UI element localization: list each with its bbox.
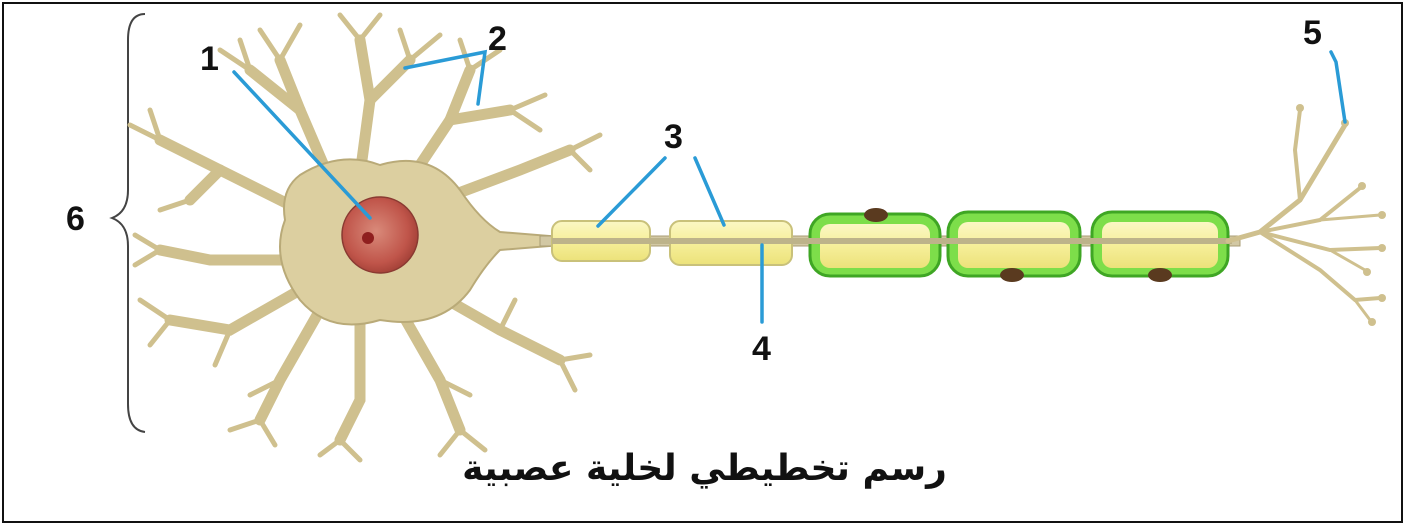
- myelin-segment-5-inner: [1102, 222, 1218, 268]
- schwann-nucleus-2: [1000, 268, 1024, 282]
- label-1: 1: [200, 40, 219, 78]
- axon-terminals: [1228, 110, 1380, 320]
- leader-5: [1331, 52, 1345, 122]
- label-6: 6: [66, 200, 85, 238]
- label-3: 3: [664, 118, 683, 156]
- schwann-nucleus-1: [864, 208, 888, 222]
- nucleus: [342, 197, 418, 273]
- myelin-segment-3-inner: [820, 224, 930, 268]
- label-4: 4: [752, 330, 771, 368]
- myelin-segment-4-inner: [958, 222, 1070, 268]
- label-2: 2: [488, 20, 507, 58]
- diagram-caption: رسم تخطيطي لخلية عصبية: [0, 448, 1409, 489]
- label-5: 5: [1303, 14, 1322, 52]
- schwann-nucleus-3: [1148, 268, 1172, 282]
- nucleolus: [362, 232, 374, 244]
- leader-3b: [695, 158, 724, 225]
- leader-3a: [598, 158, 665, 226]
- leader-2: [405, 52, 485, 104]
- cell-body-brace: [112, 14, 145, 432]
